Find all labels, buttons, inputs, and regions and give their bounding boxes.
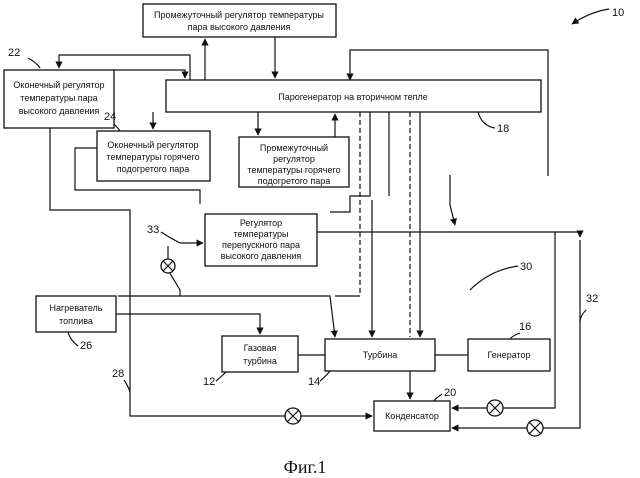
- gas-turbine-label-2: турбина: [243, 356, 277, 366]
- ref-12: 12: [203, 376, 215, 388]
- gas-turbine-box: Газовая турбина: [222, 336, 298, 372]
- ref-26: 26: [80, 340, 92, 352]
- hp-intermediate-label-1: Промежуточный регулятор температуры: [154, 10, 324, 20]
- valve-bypass: [161, 259, 175, 273]
- ref-18: 18: [497, 123, 509, 135]
- turbine-label: Турбина: [363, 350, 398, 360]
- ref-28: 28: [112, 368, 124, 380]
- reheat-intermediate-label-3: температуры горячего: [247, 165, 340, 175]
- figure-caption: Фиг.1: [284, 457, 327, 477]
- fuel-heater-label-2: топлива: [59, 316, 93, 326]
- hp-final-label-1: Оконечный регулятор: [13, 80, 104, 90]
- hp-intermediate-regulator-box: Промежуточный регулятор температуры пара…: [143, 4, 336, 37]
- fuel-heater-box: Нагреватель топлива: [36, 296, 116, 332]
- ref-20: 20: [444, 387, 456, 399]
- ref-10: 10: [612, 7, 624, 19]
- reheat-intermediate-label-2: регулятор: [273, 154, 315, 164]
- generator-box: Генератор: [468, 339, 550, 371]
- bypass-label-2: температуры: [233, 229, 288, 239]
- reheat-final-regulator-box: Оконечный регулятор температуры горячего…: [97, 131, 210, 181]
- bypass-regulator-box: Регулятор температуры перепускного пара …: [205, 214, 317, 266]
- hrsg-label: Парогенератор на вторичном тепле: [278, 92, 428, 102]
- ref-22: 22: [8, 47, 20, 59]
- generator-label: Генератор: [487, 350, 530, 360]
- hp-final-label-3: высокого давления: [19, 106, 100, 116]
- condenser-label: Конденсатор: [385, 411, 439, 421]
- turbine-box: Турбина: [325, 339, 435, 371]
- ref-14: 14: [308, 376, 320, 388]
- reheat-intermediate-label-4: подогретого пара: [258, 176, 330, 186]
- reheat-final-label-3: подогретого пара: [117, 164, 189, 174]
- hp-final-regulator-box: Оконечный регулятор температуры пара выс…: [4, 70, 114, 128]
- reheat-intermediate-label-1: Промежуточный: [260, 143, 328, 153]
- gas-turbine-label-1: Газовая: [244, 343, 277, 353]
- valve-condenser-left: [285, 408, 301, 424]
- ref-16: 16: [519, 321, 531, 333]
- hp-intermediate-label-2: пара высокого давления: [188, 22, 291, 32]
- ref-24: 24: [104, 111, 116, 123]
- condenser-box: Конденсатор: [374, 401, 450, 431]
- ref-30: 30: [520, 261, 532, 273]
- ref-33: 33: [147, 224, 159, 236]
- fuel-heater-label-1: Нагреватель: [50, 303, 103, 313]
- bypass-label-4: высокого давления: [221, 251, 302, 261]
- valve-condenser-right-lower: [527, 420, 543, 436]
- ref-32: 32: [586, 293, 598, 305]
- reheat-final-label-1: Оконечный регулятор: [107, 140, 198, 150]
- bypass-label-1: Регулятор: [240, 218, 282, 228]
- reheat-intermediate-regulator-box: Промежуточный регулятор температуры горя…: [239, 137, 349, 187]
- reheat-final-label-2: температуры горячего: [106, 152, 199, 162]
- hp-final-label-2: температуры пара: [20, 93, 97, 103]
- bypass-label-3: перепускного пара: [222, 240, 300, 250]
- hrsg-box: Парогенератор на вторичном тепле: [166, 80, 541, 112]
- valve-condenser-right-upper: [487, 400, 503, 416]
